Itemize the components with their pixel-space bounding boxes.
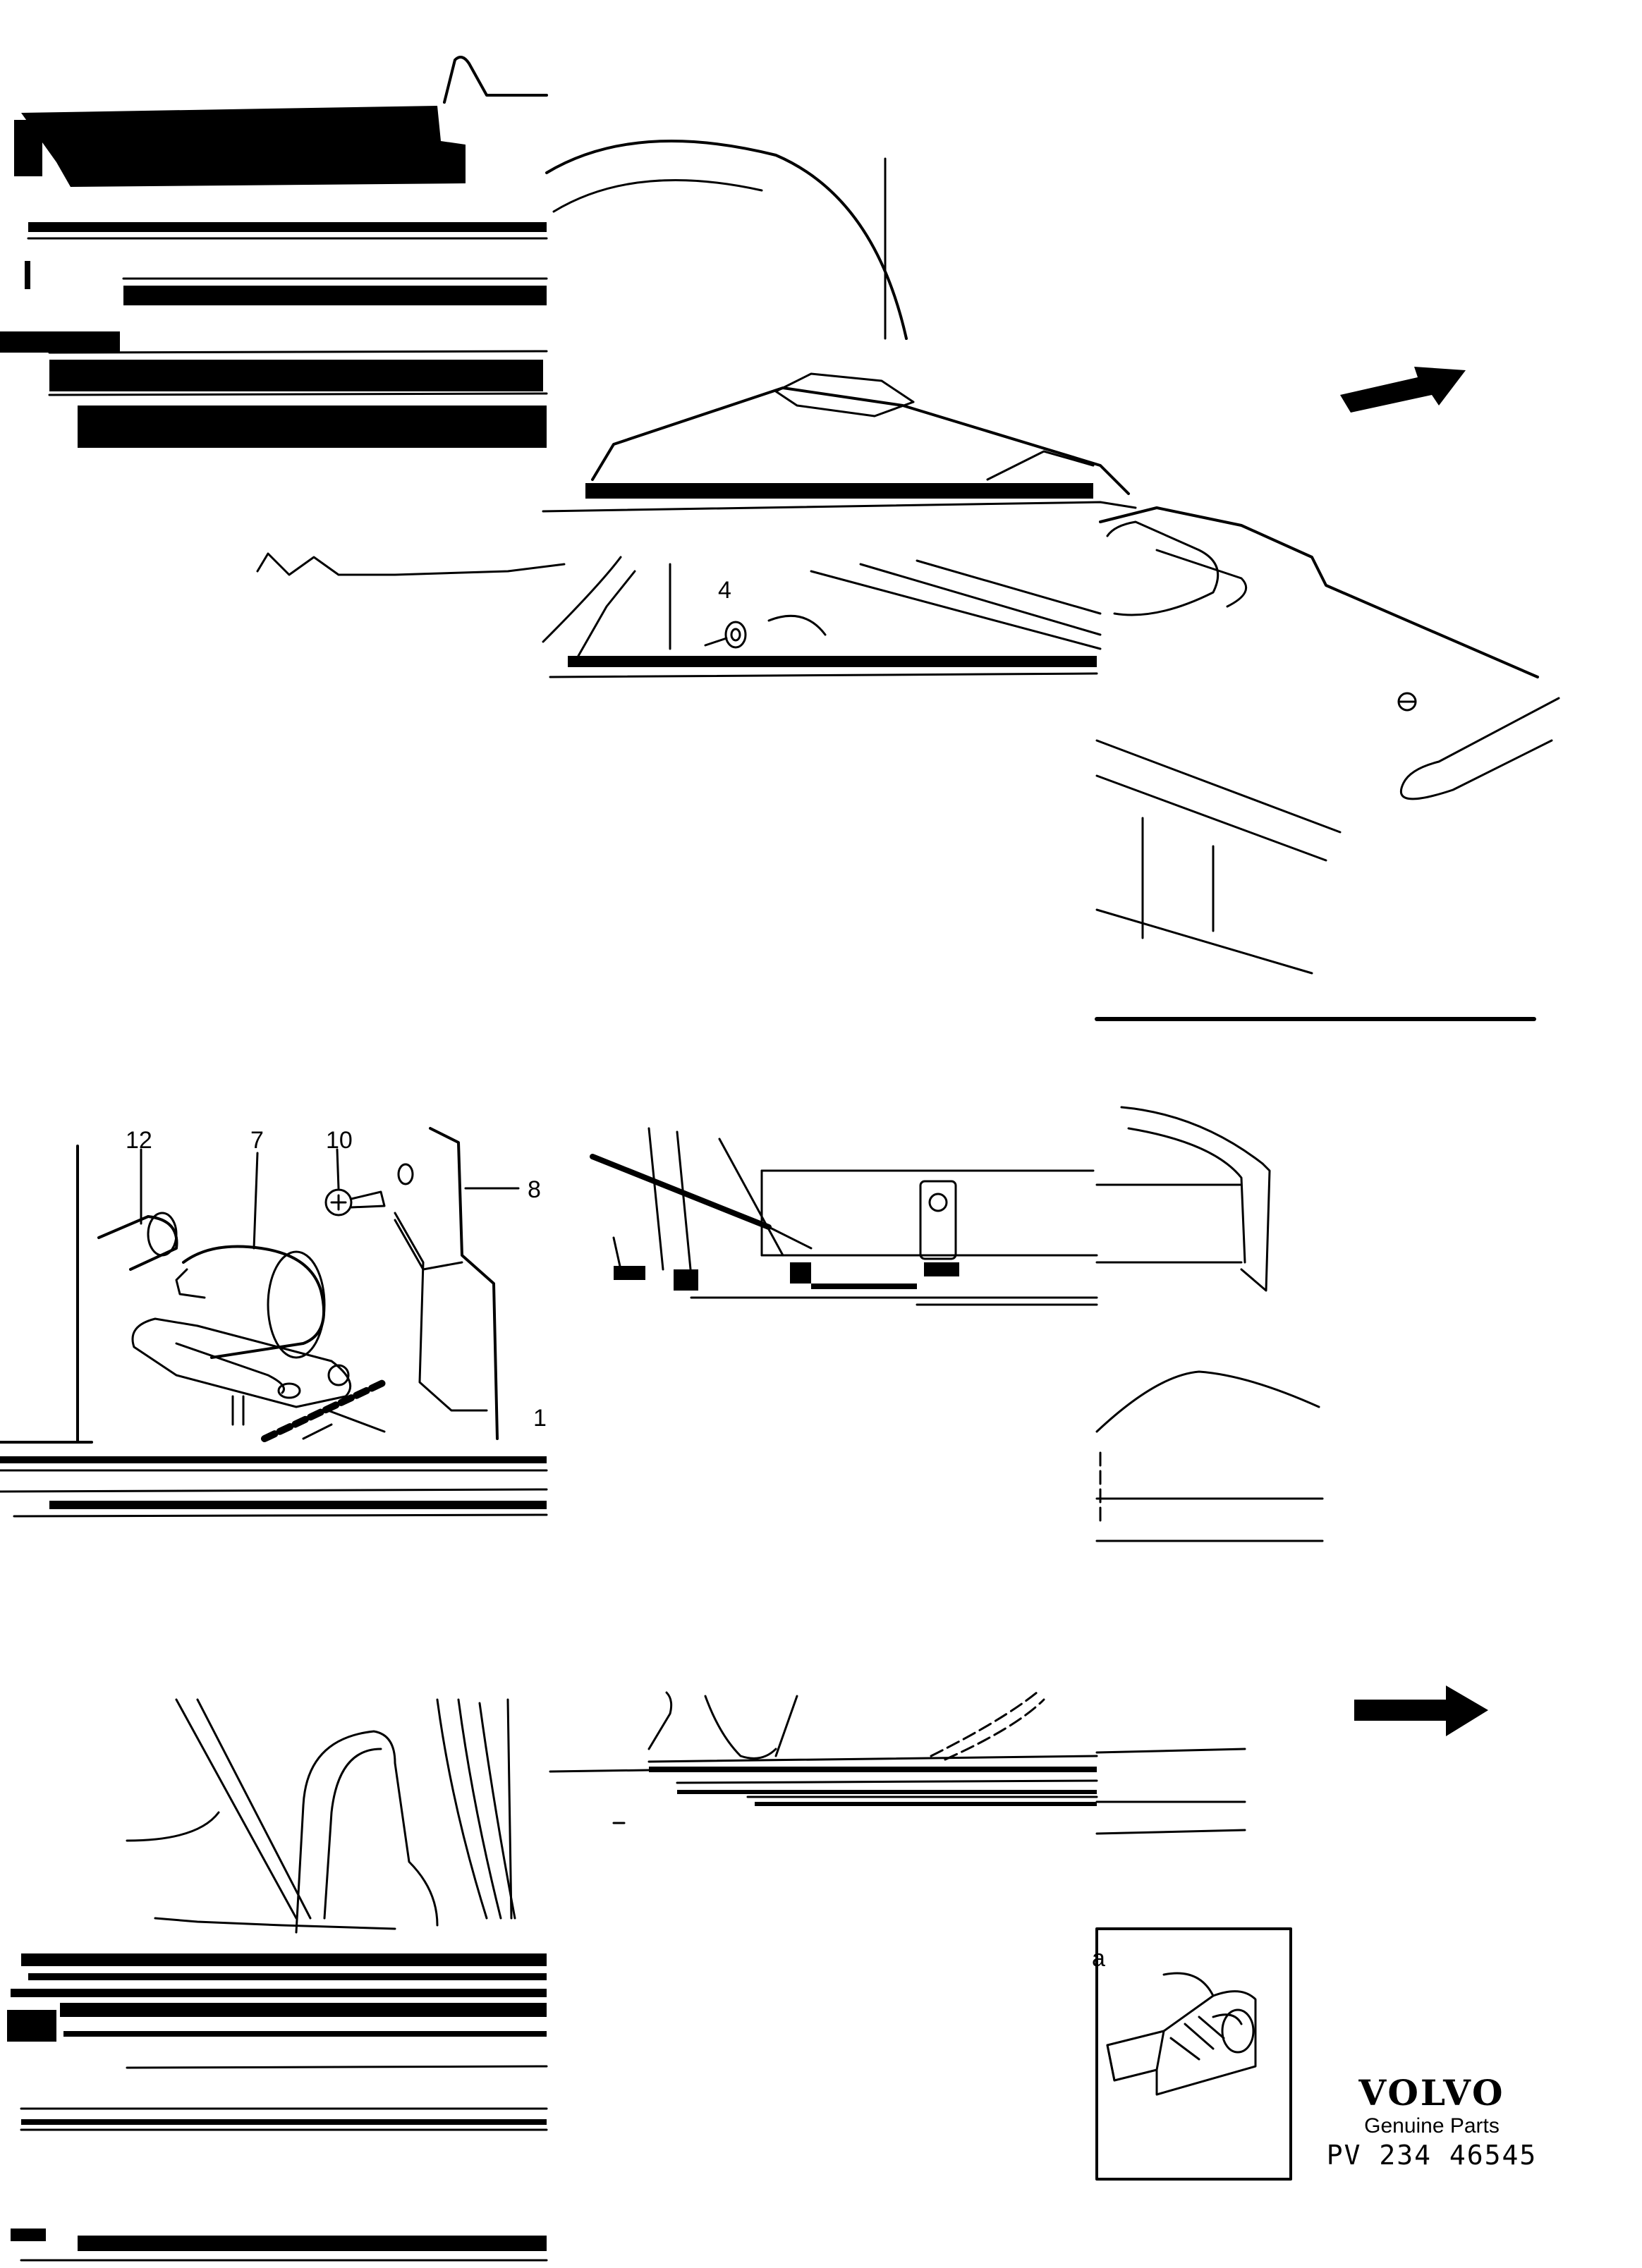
bottom-center-section bbox=[549, 1691, 1246, 1835]
panel-inner-line bbox=[986, 450, 1095, 481]
scan-artifact-lines-top bbox=[27, 237, 548, 396]
callout-8: 8 bbox=[528, 1176, 541, 1203]
panel-front-edge bbox=[542, 501, 1137, 513]
callout-10: 10 bbox=[326, 1127, 353, 1154]
screw-10 bbox=[324, 1148, 386, 1217]
plastic-clip bbox=[1106, 1972, 1257, 2096]
panel-top bbox=[591, 386, 1130, 495]
arch-small bbox=[1095, 1370, 1320, 1433]
bracket-8 bbox=[429, 1127, 499, 1440]
floor-recess bbox=[1106, 520, 1220, 616]
forward-arrow-bottom bbox=[1354, 1685, 1488, 1736]
callout-1: 1 bbox=[533, 1405, 547, 1432]
tank-end-view bbox=[1095, 1106, 1324, 1542]
floor-panel-edge bbox=[1099, 506, 1539, 678]
tank-bracket bbox=[919, 1180, 957, 1260]
floor-hole bbox=[1397, 692, 1417, 712]
mid-shadow-strip bbox=[568, 656, 1097, 667]
callout-a: a bbox=[1092, 1945, 1105, 1972]
hose-12 bbox=[97, 1215, 178, 1271]
tank-edge bbox=[767, 614, 827, 636]
scan-artifact-bars-bottom bbox=[7, 1953, 547, 2251]
scan-artifact-bars-top bbox=[0, 106, 547, 448]
forward-arrow-top bbox=[1340, 367, 1466, 413]
scan-artifact-lines-mid bbox=[0, 1469, 548, 1518]
floor-lower-lines bbox=[1095, 739, 1342, 975]
volvo-wordmark: VOLVO bbox=[1358, 2072, 1505, 2114]
wheel-arch-outer bbox=[545, 140, 908, 340]
floor-recess-inner bbox=[1155, 549, 1248, 608]
body-section bbox=[126, 1698, 516, 1934]
bolt-part-4 bbox=[704, 621, 747, 649]
callout-4: 4 bbox=[718, 577, 731, 604]
wheel-arch-inner bbox=[552, 179, 763, 213]
sill-lines bbox=[256, 552, 566, 576]
tank-shadow-blocks bbox=[614, 1262, 959, 1291]
sill-curve bbox=[542, 556, 622, 643]
floor-rounded-slot bbox=[1399, 697, 1560, 800]
panel-shadow-strip bbox=[585, 483, 1093, 499]
part-number: PV 234 46545 bbox=[1326, 2140, 1538, 2171]
brand-block: VOLVO Genuine Parts PV 234 46545 bbox=[1326, 2073, 1538, 2171]
sill-inner bbox=[577, 570, 636, 657]
callout-7: 7 bbox=[250, 1127, 264, 1154]
tank-lines bbox=[810, 559, 1102, 650]
panel-bump bbox=[774, 372, 915, 417]
genuine-parts-tagline: Genuine Parts bbox=[1364, 2114, 1500, 2138]
detail-a-inset bbox=[1095, 1927, 1292, 2181]
clip-hook bbox=[443, 56, 548, 104]
fuel-pump-detail bbox=[0, 1127, 520, 1444]
pump-bracket bbox=[131, 1317, 352, 1408]
callout-12: 12 bbox=[126, 1127, 152, 1154]
tank-side-view bbox=[590, 1127, 1098, 1306]
rounded-frame bbox=[295, 1730, 439, 1934]
scan-artifact-bars-mid bbox=[0, 1456, 547, 1509]
scan-artifact-lines-bottom bbox=[20, 2065, 548, 2262]
